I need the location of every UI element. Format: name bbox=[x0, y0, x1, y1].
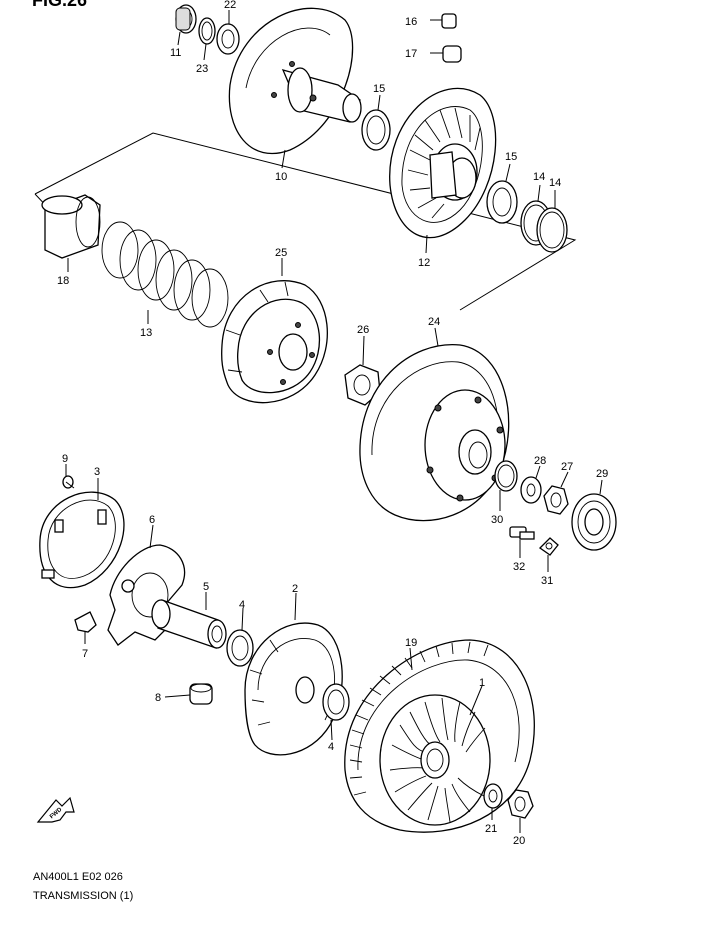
callout-6: 6 bbox=[149, 514, 155, 526]
callout-14b: 14 bbox=[549, 177, 561, 189]
callout-5: 5 bbox=[203, 581, 209, 593]
callout-15b: 15 bbox=[505, 151, 517, 163]
leader-lines bbox=[65, 10, 603, 833]
part-4-oil-seal-b bbox=[322, 683, 350, 721]
callout-21: 21 bbox=[485, 823, 497, 835]
callout-7: 7 bbox=[82, 648, 88, 660]
part-3-ramp-plate bbox=[39, 491, 125, 589]
part-21-washer bbox=[483, 783, 503, 809]
part-30-ring bbox=[494, 460, 518, 492]
part-24-clutch-housing bbox=[359, 344, 510, 522]
callout-2: 2 bbox=[292, 583, 298, 595]
callout-9: 9 bbox=[62, 453, 68, 465]
part-11-needle-bearing bbox=[175, 4, 197, 34]
model-code: AN400L1 E02 026 bbox=[33, 871, 123, 883]
callout-11: 11 bbox=[170, 47, 181, 59]
part-1-fixed-drive-face bbox=[379, 694, 491, 826]
part-31-washer bbox=[538, 537, 559, 556]
part-4-oil-seal-a bbox=[226, 629, 254, 667]
part-12-fixed-driven-face bbox=[389, 88, 497, 239]
callout-8: 8 bbox=[155, 692, 161, 704]
callout-24: 24 bbox=[428, 316, 440, 328]
assembly-frame bbox=[34, 132, 577, 311]
part-15-oil-seal-lower bbox=[486, 180, 518, 224]
part-18-spring-seat bbox=[41, 194, 101, 259]
figure-title: TRANSMISSION (1) bbox=[33, 890, 133, 902]
callout-14a: 14 bbox=[533, 171, 545, 183]
callout-4b: 4 bbox=[328, 741, 334, 753]
part-7-slider bbox=[74, 611, 97, 633]
callout-20: 20 bbox=[513, 835, 525, 847]
part-27-nut bbox=[543, 485, 569, 515]
part-25-clutch-shoe-assembly bbox=[221, 280, 328, 404]
callout-19: 19 bbox=[405, 637, 417, 649]
callout-4a: 4 bbox=[239, 599, 245, 611]
callout-26: 26 bbox=[357, 324, 369, 336]
part-14-o-ring-b bbox=[536, 207, 568, 253]
callout-labels: 1 2 3 4 4 5 6 7 8 9 10 11 12 13 14 14 15… bbox=[57, 0, 608, 847]
figure-heading: FIG.26 bbox=[32, 0, 87, 10]
callout-31: 31 bbox=[541, 575, 553, 587]
callout-3: 3 bbox=[94, 466, 100, 478]
part-5-spacer-sleeve bbox=[151, 599, 227, 649]
callout-30: 30 bbox=[491, 514, 503, 526]
part-13-spring bbox=[101, 221, 229, 328]
part-23-o-ring bbox=[198, 17, 216, 45]
callout-25: 25 bbox=[275, 247, 287, 259]
part-22-oil-seal bbox=[216, 23, 240, 55]
callout-23: 23 bbox=[196, 63, 208, 75]
part-28-washer bbox=[520, 476, 542, 504]
callout-13: 13 bbox=[140, 327, 152, 339]
part-16-pin bbox=[441, 13, 457, 29]
part-9-screw bbox=[62, 475, 75, 489]
callout-16: 16 bbox=[405, 16, 417, 28]
callout-22: 22 bbox=[224, 0, 236, 11]
fwd-arrow-icon: FWD bbox=[36, 796, 75, 823]
part-29-bearing bbox=[571, 493, 617, 551]
part-8-collar bbox=[189, 683, 213, 705]
callout-29: 29 bbox=[596, 468, 608, 480]
part-32-bolt bbox=[509, 526, 535, 540]
callout-10: 10 bbox=[275, 171, 287, 183]
part-20-nut bbox=[507, 789, 534, 819]
callout-27: 27 bbox=[561, 461, 573, 473]
part-17-collar bbox=[442, 45, 462, 63]
part-10-movable-driven-face bbox=[228, 7, 362, 155]
callout-32: 32 bbox=[513, 561, 525, 573]
callout-15a: 15 bbox=[373, 83, 385, 95]
callout-1: 1 bbox=[479, 677, 485, 689]
callout-18: 18 bbox=[57, 275, 69, 287]
callout-28: 28 bbox=[534, 455, 546, 467]
part-15-oil-seal-upper bbox=[361, 109, 391, 151]
callout-12: 12 bbox=[418, 257, 430, 269]
callout-17: 17 bbox=[405, 48, 417, 60]
